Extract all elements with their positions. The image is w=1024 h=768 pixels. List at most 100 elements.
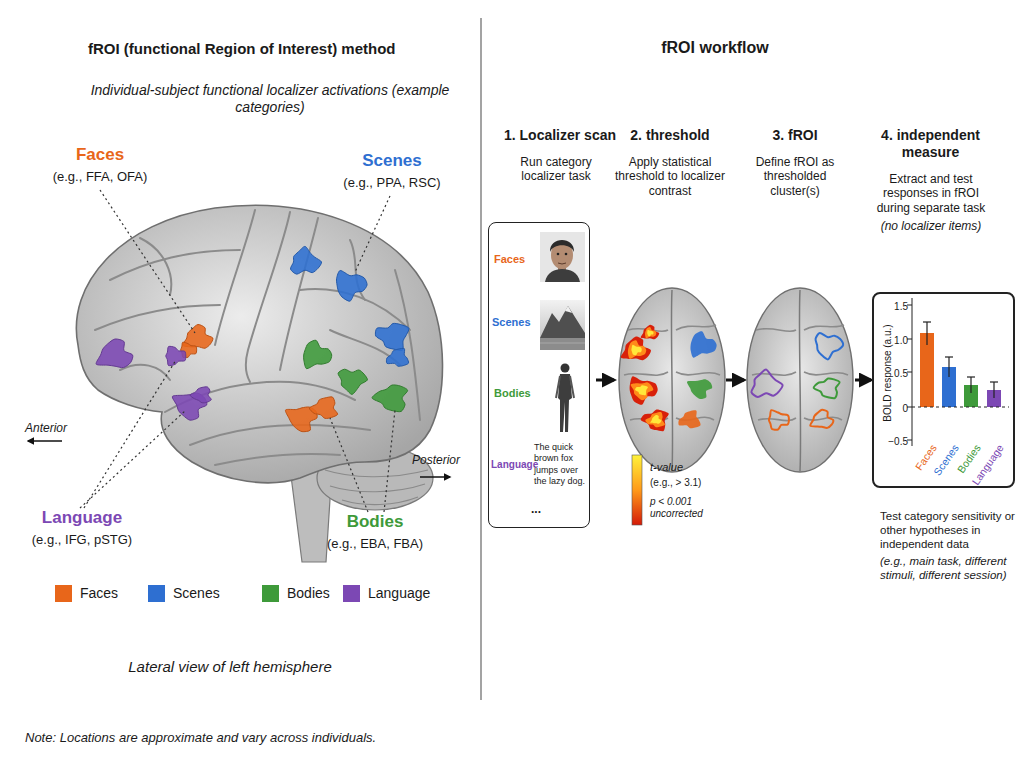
activation-blob [678, 410, 700, 428]
step-heading: 2. threshold [620, 127, 720, 144]
activation-blob [690, 331, 716, 358]
top-brain [804, 325, 844, 330]
result-box: BOLD response (a.u.)1.51.00.50−0.5FacesS… [872, 292, 1015, 488]
direction-label: Posterior [412, 453, 482, 467]
region-examples: (e.g., PPA, RSC) [322, 175, 462, 191]
activation-blob [375, 323, 409, 350]
step-note: (no localizer items) [866, 219, 996, 233]
leader-line [84, 360, 176, 508]
step-description: Extract and test responses in fROI durin… [866, 172, 996, 215]
panel-heading: fROI workflow [615, 38, 815, 57]
face-photo [550, 240, 574, 252]
bar-chart [945, 356, 953, 357]
leader-line [330, 418, 368, 512]
scene-photo [540, 338, 585, 350]
face-photo [565, 253, 568, 256]
top-brain [747, 288, 853, 472]
workflow-arrow [726, 379, 744, 382]
leader-line [100, 190, 195, 333]
sulcus [190, 425, 370, 445]
heatmap-blob [647, 330, 653, 336]
bar-chart [926, 322, 927, 345]
sulcus [95, 210, 420, 465]
workflow-arrow [855, 379, 871, 382]
activation-blob [336, 270, 367, 301]
legend-swatch [343, 585, 360, 602]
category-name: Bodies [315, 512, 435, 532]
cerebellum-fold [330, 484, 425, 492]
heatmap-blob [631, 345, 641, 355]
top-brain [676, 372, 720, 375]
top-brain [619, 288, 725, 472]
heatmap-blob [645, 327, 656, 338]
heatmap-blob [645, 412, 665, 427]
sulcus [215, 210, 255, 345]
heatmap-blob [631, 382, 654, 400]
activation-blob [166, 346, 186, 365]
top-brain [752, 325, 848, 421]
lateral-brain [28, 190, 450, 562]
heatmap-blob [641, 410, 669, 432]
face-photo [540, 232, 585, 282]
bar-chart [948, 357, 949, 377]
activation-blob [304, 340, 332, 369]
heatmap-blob [641, 325, 660, 340]
leader-line [80, 190, 395, 512]
sulcus [110, 250, 240, 280]
cerebrum [76, 205, 442, 482]
panel-divider [480, 18, 481, 700]
figure-note: Note: Locations are approximate and vary… [25, 730, 465, 746]
scene-photo [540, 306, 585, 340]
top-brain [804, 417, 842, 420]
bar-chart [967, 376, 975, 377]
froi-outline [751, 369, 782, 397]
froi-outline [814, 378, 840, 398]
step-result-note: (e.g., main task, different stimuli, dif… [880, 555, 1020, 583]
face-photo [558, 263, 566, 264]
legend-text: Scenes [173, 585, 263, 602]
face-photo [557, 253, 560, 256]
colorbar-label: (e.g., > 3.1) [650, 477, 730, 489]
heatmap-blob [621, 337, 651, 361]
continuation-mark: ... [531, 502, 555, 516]
froi-outline [810, 410, 833, 428]
bar-chart [923, 321, 931, 322]
top-brain [671, 290, 672, 471]
step-description: Run category localizer task [500, 155, 612, 184]
face-photo [545, 269, 580, 282]
heatmap-blob [650, 415, 661, 424]
category-name: Faces [494, 253, 538, 266]
step-heading: 1. Localizer scan [490, 127, 630, 144]
top-brain [619, 288, 725, 472]
step-heading: 3. fROI [745, 127, 845, 144]
language-stimulus: The quick brown fox jumps over the lazy … [534, 442, 588, 487]
cerebellum-fold [342, 497, 418, 505]
top-brain [676, 325, 716, 330]
leader-line [355, 196, 390, 272]
bar-chart [990, 381, 998, 382]
froi-outline [816, 333, 844, 360]
scene-photo [540, 300, 585, 350]
heatmap-blob [635, 385, 648, 395]
heatmap-blob [630, 376, 658, 405]
top-brain [756, 329, 796, 332]
leader-line [384, 410, 395, 512]
tick-label: 0.5 [882, 368, 908, 380]
workflow-arrow [596, 379, 614, 382]
bar-chart [907, 298, 1009, 446]
legend-swatch [55, 585, 72, 602]
bar-chart [993, 382, 994, 398]
step-heading: 4. independent measure [868, 127, 993, 161]
bar-chart [970, 377, 971, 393]
region-examples: (e.g., IFG, pSTG) [12, 532, 152, 548]
direction-arrow [28, 440, 62, 442]
stimulus-images [540, 232, 585, 432]
localizer-box: FacesScenesBodiesLanguageThe quick brown… [488, 222, 590, 528]
sulcus [140, 238, 171, 295]
cerebellum-fold [325, 470, 428, 477]
bar-chart [923, 322, 998, 398]
activation-blob [621, 325, 843, 432]
activation-blob [386, 348, 408, 366]
